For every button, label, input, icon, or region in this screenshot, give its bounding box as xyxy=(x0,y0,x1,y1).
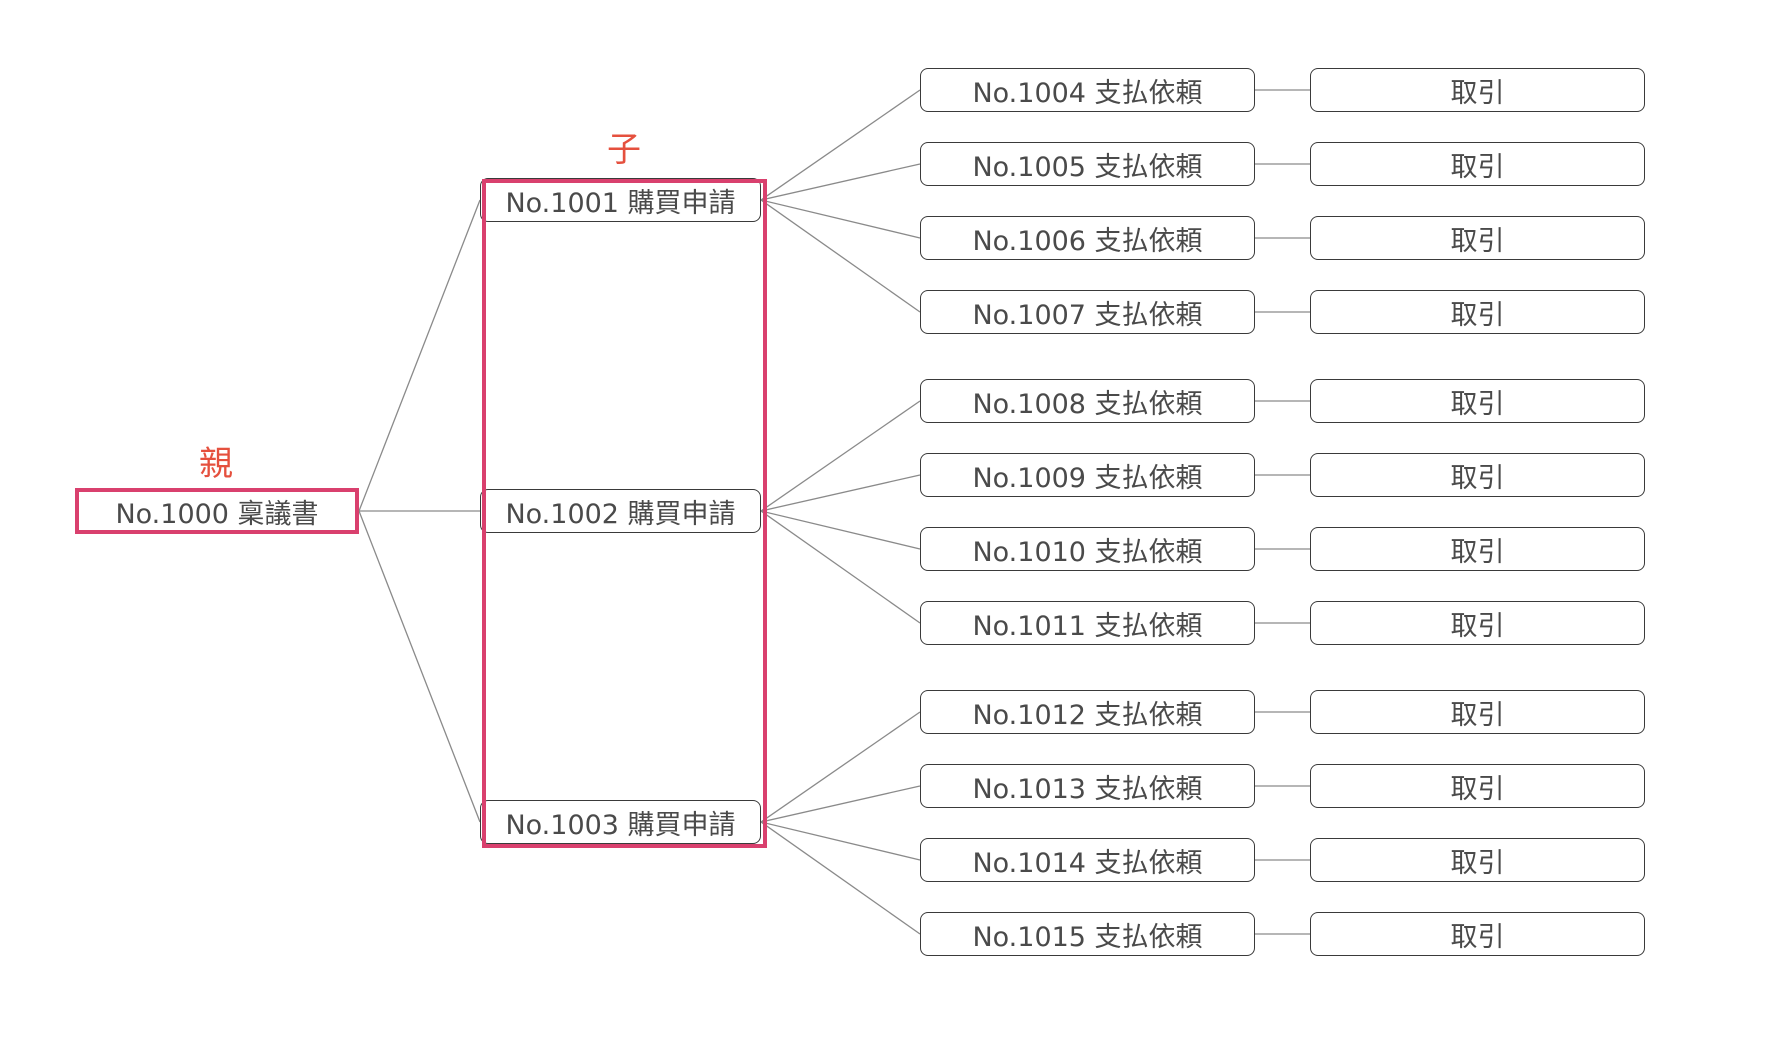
payment-node[interactable]: No.1013 支払依頼 xyxy=(920,764,1255,808)
root-node[interactable]: No.1000 稟議書 xyxy=(75,488,359,534)
connector-line xyxy=(760,474,921,512)
connector-line xyxy=(358,510,481,823)
connector-line xyxy=(760,711,921,823)
transaction-node[interactable]: 取引 xyxy=(1310,453,1645,497)
connector-line xyxy=(358,199,481,512)
connector-line xyxy=(760,163,921,201)
payment-node[interactable]: No.1014 支払依頼 xyxy=(920,838,1255,882)
payment-node[interactable]: No.1010 支払依頼 xyxy=(920,527,1255,571)
payment-node[interactable]: No.1004 支払依頼 xyxy=(920,68,1255,112)
connector-line xyxy=(760,510,921,550)
child-annotation: 子 xyxy=(607,130,641,170)
payment-node[interactable]: No.1011 支払依頼 xyxy=(920,601,1255,645)
payment-node[interactable]: No.1012 支払依頼 xyxy=(920,690,1255,734)
transaction-node[interactable]: 取引 xyxy=(1310,764,1645,808)
payment-node[interactable]: No.1005 支払依頼 xyxy=(920,142,1255,186)
transaction-node[interactable]: 取引 xyxy=(1310,379,1645,423)
child-node-3[interactable]: No.1003 購買申請 xyxy=(480,800,761,844)
transaction-node[interactable]: 取引 xyxy=(1310,527,1645,571)
parent-annotation: 親 xyxy=(199,444,233,484)
connector-line xyxy=(760,821,921,861)
payment-node[interactable]: No.1008 支払依頼 xyxy=(920,379,1255,423)
child-node-2[interactable]: No.1002 購買申請 xyxy=(480,489,761,533)
connector-line xyxy=(760,89,921,201)
transaction-node[interactable]: 取引 xyxy=(1310,912,1645,956)
connector-line xyxy=(760,510,921,624)
connector-line xyxy=(760,821,921,935)
transaction-node[interactable]: 取引 xyxy=(1310,838,1645,882)
transaction-node[interactable]: 取引 xyxy=(1310,290,1645,334)
transaction-node[interactable]: 取引 xyxy=(1310,216,1645,260)
transaction-node[interactable]: 取引 xyxy=(1310,690,1645,734)
connector-line xyxy=(760,199,921,239)
payment-node[interactable]: No.1007 支払依頼 xyxy=(920,290,1255,334)
transaction-node[interactable]: 取引 xyxy=(1310,601,1645,645)
payment-node[interactable]: No.1006 支払依頼 xyxy=(920,216,1255,260)
payment-node[interactable]: No.1015 支払依頼 xyxy=(920,912,1255,956)
connector-line xyxy=(760,199,921,313)
transaction-node[interactable]: 取引 xyxy=(1310,68,1645,112)
transaction-node[interactable]: 取引 xyxy=(1310,142,1645,186)
child-node-1[interactable]: No.1001 購買申請 xyxy=(480,178,761,222)
connector-line xyxy=(760,785,921,823)
payment-node[interactable]: No.1009 支払依頼 xyxy=(920,453,1255,497)
connector-line xyxy=(760,400,921,512)
